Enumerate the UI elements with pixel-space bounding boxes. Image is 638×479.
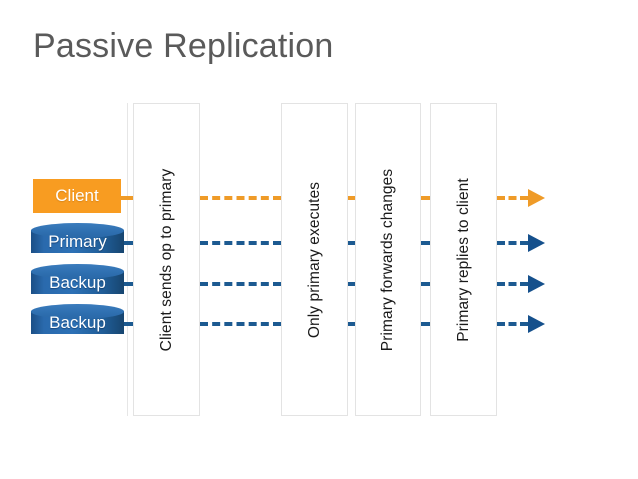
lifeline-client-seg-4 [497, 196, 528, 200]
lifeline-stub-client [117, 196, 133, 200]
stage-column-primary-replies[interactable]: Primary replies to client [430, 103, 497, 416]
node-backup-2[interactable]: Backup [31, 304, 124, 341]
node-client[interactable]: Client [33, 179, 121, 213]
node-backup-2-label: Backup [49, 312, 106, 332]
lifeline-primary-seg-4 [497, 241, 528, 245]
node-backup-1[interactable]: Backup [31, 264, 124, 301]
stage-label-client-sends: Client sends op to primary [157, 168, 175, 351]
lifeline-backup1-seg-3 [421, 282, 430, 286]
lifeline-backup1-seg-4 [497, 282, 528, 286]
lifeline-primary-seg-2 [348, 241, 355, 245]
stage-column-client-sends[interactable]: Client sends op to primary [133, 103, 200, 416]
lifeline-stub-backup-2 [117, 322, 133, 326]
lane-divider-rule [127, 103, 128, 416]
lifeline-client-seg-3 [421, 196, 430, 200]
node-backup-1-top-cap [31, 264, 124, 279]
stage-label-primary-replies: Primary replies to client [454, 177, 472, 342]
stage-label-primary-executes: Only primary executes [305, 181, 323, 338]
node-backup-2-top-cap [31, 304, 124, 319]
lifeline-client-seg-1 [200, 196, 281, 200]
lifeline-primary-seg-3 [421, 241, 430, 245]
arrowhead-primary [528, 234, 545, 252]
node-backup-1-label: Backup [49, 272, 106, 292]
node-primary-top-cap [31, 223, 124, 238]
arrowhead-backup-2 [528, 315, 545, 333]
lifeline-stub-primary [117, 241, 133, 245]
lifeline-primary-seg-1 [200, 241, 281, 245]
lifeline-stub-backup-1 [117, 282, 133, 286]
replication-sequence-diagram: Client sends op to primary Only primary … [0, 95, 638, 416]
lifeline-backup1-seg-1 [200, 282, 281, 286]
lifeline-backup2-seg-3 [421, 322, 430, 326]
page-title: Passive Replication [33, 27, 334, 65]
lifeline-client-seg-2 [348, 196, 355, 200]
lifeline-backup2-seg-1 [200, 322, 281, 326]
stage-column-primary-forwards[interactable]: Primary forwards changes [355, 103, 421, 416]
stage-label-primary-forwards: Primary forwards changes [379, 168, 396, 351]
stage-column-primary-executes[interactable]: Only primary executes [281, 103, 348, 416]
arrowhead-backup-1 [528, 275, 545, 293]
lifeline-backup1-seg-2 [348, 282, 355, 286]
node-primary[interactable]: Primary [31, 223, 124, 260]
lifeline-backup2-seg-2 [348, 322, 355, 326]
arrowhead-client [528, 189, 545, 207]
node-client-label: Client [55, 186, 99, 205]
node-primary-label: Primary [48, 231, 107, 251]
lifeline-backup2-seg-4 [497, 322, 528, 326]
